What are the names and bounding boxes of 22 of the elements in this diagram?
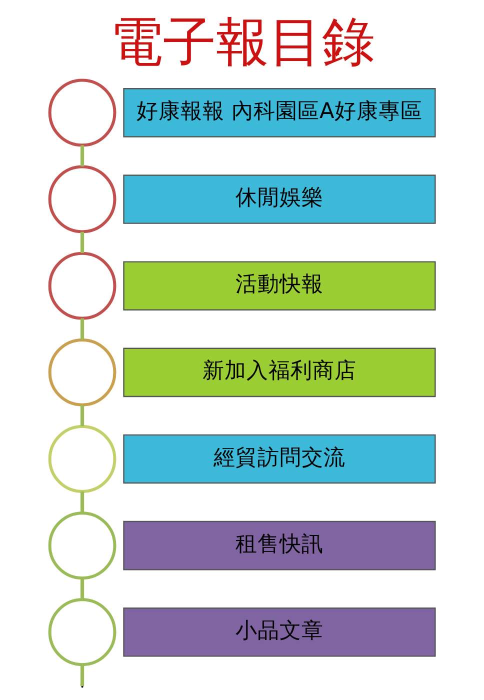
- connector: [80, 664, 84, 686]
- node-circle: [48, 425, 116, 493]
- node-box: 好康報報 內科園區A好康專區: [122, 88, 436, 138]
- diagram-title: 電子報目錄: [110, 12, 374, 74]
- node-box: 小品文章: [122, 608, 436, 657]
- connector: [80, 578, 84, 600]
- connector: [80, 492, 84, 513]
- node-box: 休閒娛樂: [122, 174, 436, 224]
- connector: [80, 145, 84, 166]
- node-circle: [48, 598, 116, 666]
- node-circle: [48, 252, 116, 320]
- connector: [80, 404, 84, 426]
- node-box: 經貿訪問交流: [122, 434, 436, 484]
- node-box: 活動快報: [122, 261, 436, 310]
- connector: [80, 318, 84, 340]
- connector: [80, 232, 84, 253]
- node-circle: [48, 338, 116, 406]
- node-circle: [48, 512, 116, 580]
- node-circle: [48, 78, 116, 147]
- node-circle: [48, 165, 116, 234]
- node-box: 租售快訊: [122, 520, 436, 570]
- node-box: 新加入福利商店: [122, 348, 436, 398]
